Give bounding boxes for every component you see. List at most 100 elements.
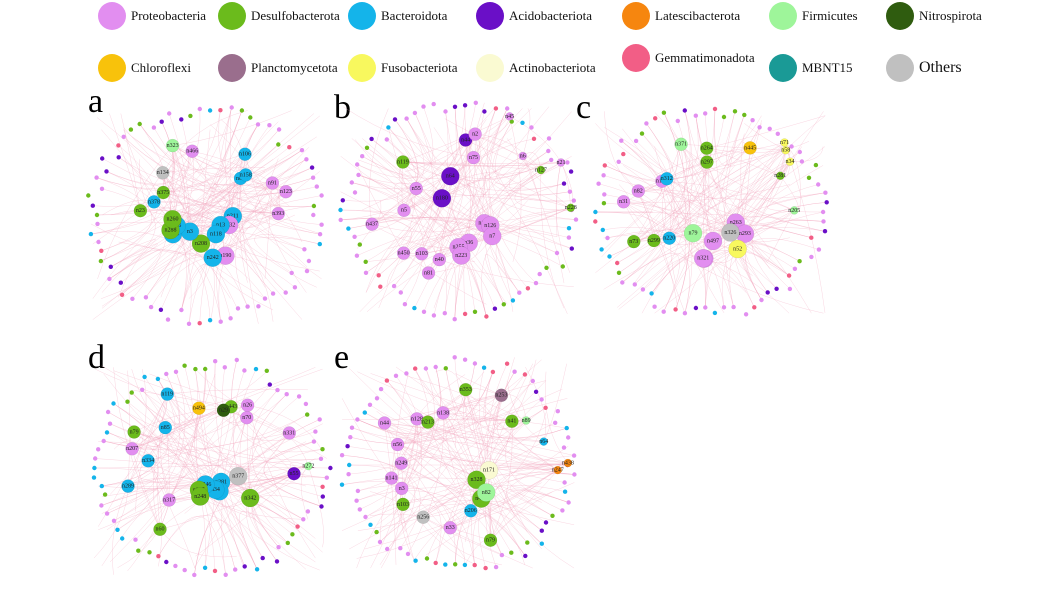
ring-node <box>453 562 458 567</box>
ring-node <box>512 369 517 374</box>
ring-node <box>537 271 542 277</box>
ring-node <box>483 565 488 571</box>
ring-node <box>101 438 106 444</box>
network-edge <box>172 145 234 217</box>
network-node: n242 <box>203 248 222 267</box>
network-edge <box>101 365 239 477</box>
network-edge <box>386 139 565 192</box>
ring-node <box>289 270 294 276</box>
ring-node <box>116 155 121 160</box>
network-edge <box>172 145 322 280</box>
ring-node <box>822 229 828 234</box>
ring-node <box>544 265 549 270</box>
network-edge <box>603 175 826 200</box>
ring-node <box>601 173 606 178</box>
node-circle <box>728 239 747 259</box>
network-edge <box>473 157 504 221</box>
network-edge <box>357 164 505 305</box>
ring-node <box>546 136 552 141</box>
ring-node <box>378 386 384 392</box>
network-node: n297 <box>700 155 714 169</box>
network-edge <box>189 191 287 232</box>
network-edge <box>384 422 451 528</box>
node-circle <box>414 247 429 261</box>
ring-node <box>632 282 637 287</box>
network-edge <box>230 406 295 474</box>
ring-node <box>553 420 558 425</box>
network-edge <box>232 370 279 548</box>
network-edge <box>633 147 751 242</box>
node-circle <box>482 226 502 246</box>
ring-node <box>274 559 280 564</box>
ring-node <box>452 317 457 322</box>
node-circle <box>421 266 436 280</box>
network-edge <box>153 119 190 170</box>
node-label: n249 <box>395 461 407 467</box>
legend-item: Others <box>886 54 962 82</box>
node-label: n331 <box>283 430 295 436</box>
node-circle <box>464 504 478 518</box>
network-edge <box>370 418 418 569</box>
network-edge <box>401 456 490 471</box>
ring-node <box>433 560 438 566</box>
network-node: n328 <box>467 470 486 490</box>
node-circle <box>133 203 148 218</box>
network-node: n58 <box>781 145 790 155</box>
ring-node <box>571 453 577 458</box>
network-edge <box>209 124 279 214</box>
network-edge <box>148 432 290 462</box>
network-edge <box>152 427 166 530</box>
network-edge <box>744 111 824 234</box>
network-node: n89 <box>522 416 531 425</box>
node-label: n128 <box>411 416 423 422</box>
network-edge <box>495 121 570 196</box>
ring-node <box>675 118 680 124</box>
network-edge <box>340 209 563 267</box>
node-label: n85 <box>161 425 170 431</box>
ring-node <box>256 304 261 309</box>
node-label: n75 <box>469 155 478 161</box>
legend-swatch <box>98 54 126 82</box>
ring-node <box>562 489 568 494</box>
network-edge <box>595 211 660 274</box>
node-circle <box>674 137 688 152</box>
network-edge <box>358 102 477 184</box>
node-circle <box>279 184 293 199</box>
ring-node <box>363 270 369 275</box>
network-edge <box>427 418 565 428</box>
ring-node <box>295 524 300 529</box>
network-edge <box>602 226 690 314</box>
ring-node <box>310 175 316 180</box>
ring-node <box>484 314 489 319</box>
network-edge <box>634 149 786 283</box>
network-node: n207 <box>125 442 139 456</box>
network-edge <box>100 145 158 262</box>
network-edge <box>101 432 290 514</box>
network-edge <box>369 108 389 225</box>
network-edge <box>445 368 528 543</box>
network-edge <box>506 138 571 209</box>
network-edge <box>465 139 491 226</box>
legend-swatch <box>476 54 504 82</box>
node-circle <box>409 181 423 196</box>
network-node: n5 <box>397 203 411 218</box>
network-edge <box>444 262 487 317</box>
ring-node <box>120 536 125 541</box>
ring-node <box>433 364 438 370</box>
network-edge <box>433 127 485 224</box>
ring-node <box>593 219 598 224</box>
ring-node <box>346 226 351 231</box>
network-edge <box>556 162 562 237</box>
network-node: n272 <box>302 461 314 471</box>
network-edge <box>680 144 812 314</box>
ring-node <box>264 368 269 373</box>
network-edge <box>356 498 482 559</box>
network-edge <box>623 201 747 293</box>
edges <box>341 357 575 569</box>
ring-node <box>757 125 762 130</box>
node-circle <box>505 112 514 121</box>
ring-node <box>137 121 142 127</box>
network-node: n31 <box>616 195 631 209</box>
ring-node <box>192 572 197 578</box>
